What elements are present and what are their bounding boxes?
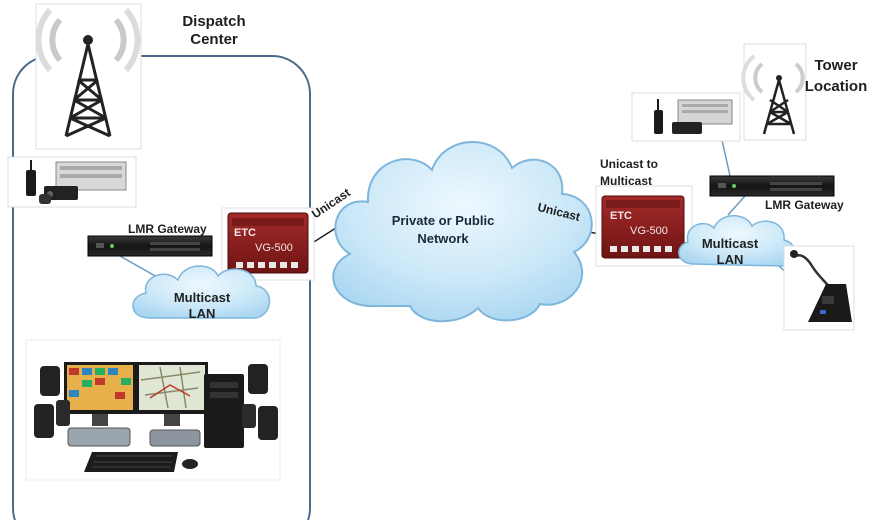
radio-tower-icon: [35, 3, 142, 150]
tower-gateway-label: LMR Gateway: [765, 198, 844, 212]
converter-line2: Multicast: [600, 174, 653, 188]
dispatch-center-title: Dispatch Center: [168, 13, 260, 49]
cloud-icon: [332, 141, 593, 323]
vg-model: VG-500: [255, 242, 293, 254]
tower-location-title: Tower Location: [800, 55, 872, 97]
tower-lan-cloud: [678, 215, 796, 267]
tower-radio-equipment-icon: [631, 92, 741, 142]
vg-brand: ETC: [234, 227, 256, 239]
dispatch-lan-line2: LAN: [188, 306, 216, 321]
tower-vg-model: VG-500: [630, 225, 668, 237]
radio-equipment-icon: [7, 156, 137, 208]
tower-title-line2: Location: [804, 78, 868, 95]
network-line1: Private or Public: [391, 213, 495, 228]
tower-lan-line2: LAN: [716, 252, 744, 267]
tower-lan-line1: Multicast: [701, 236, 759, 251]
dispatch-gateway-label: LMR Gateway: [128, 222, 207, 236]
dispatch-lan-line1: Multicast: [173, 290, 231, 305]
network-cloud-label: Private or Public Network: [378, 212, 508, 248]
network-line2: Network: [417, 231, 469, 246]
converter-line1: Unicast to: [600, 157, 659, 171]
dispatch-lan-cloud: [132, 265, 271, 319]
tower-vg-brand: ETC: [610, 210, 632, 222]
dispatch-title-line1: Dispatch: [182, 13, 246, 30]
tower-radio-to-gateway-line: [721, 139, 731, 177]
desk-microphone-icon: [783, 245, 855, 331]
dispatch-workstation-icon: [25, 339, 281, 481]
tower-gateway-to-lan-line: [727, 195, 746, 216]
rack-gateway-icon: [87, 235, 213, 257]
tower-location-tower-icon: [741, 43, 807, 141]
dispatch-center-boundary: [12, 55, 311, 520]
vg500-device-icon: ETC VG-500: [221, 207, 315, 281]
dispatch-title-line2: Center: [190, 31, 238, 48]
tower-title-line1: Tower: [814, 57, 858, 74]
tower-vg500-device-icon: ETC VG-500: [595, 185, 693, 267]
tower-rack-gateway-icon: [709, 175, 835, 197]
dispatch-lan-label: Multicast LAN: [162, 290, 242, 322]
tower-lan-label: Multicast LAN: [694, 236, 766, 268]
converter-label: Unicast to Multicast: [600, 156, 658, 190]
